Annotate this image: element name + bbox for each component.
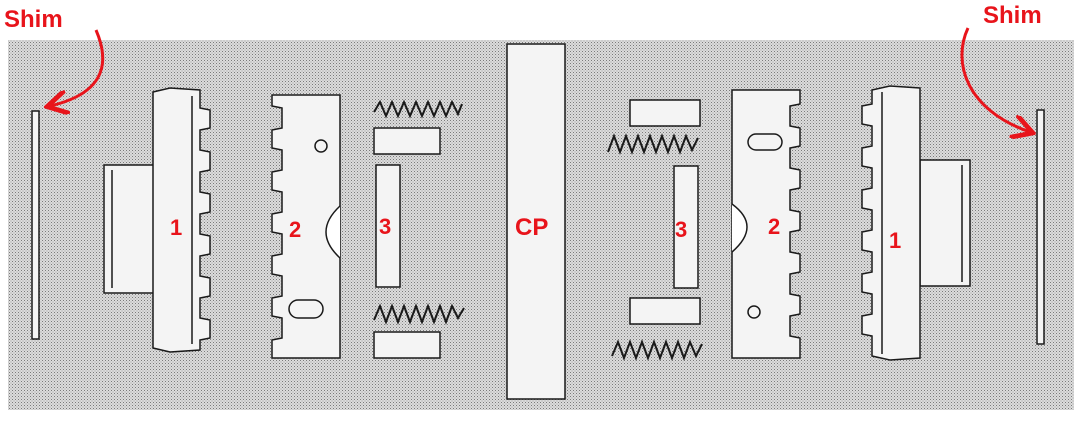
left-spring-bottom [373, 303, 465, 325]
left-part-2-label: 2 [289, 217, 302, 242]
left-part-1 [103, 87, 211, 353]
left-part-3-label: 3 [379, 214, 392, 239]
left-shim [31, 110, 40, 340]
right-spring-top [607, 133, 699, 155]
right-spring-bottom [611, 339, 703, 361]
left-shim-arrow [50, 29, 105, 106]
left-part-1-label: 1 [170, 215, 183, 240]
left-part-3 [373, 127, 441, 359]
left-springs [373, 99, 465, 325]
shim-label-right: Shim [983, 2, 1042, 29]
right-part-1 [861, 85, 971, 361]
right-part-3-label: 3 [675, 217, 688, 242]
center-part-label: CP [515, 214, 549, 241]
left-part-2 [271, 94, 341, 359]
right-springs [607, 133, 703, 361]
shim-label-left: Shim [4, 6, 63, 33]
left-spring-top [373, 99, 463, 119]
right-part-1-label: 1 [889, 228, 902, 253]
right-shim-arrow [960, 27, 1030, 132]
right-shim [1036, 109, 1045, 345]
right-part-2 [731, 89, 801, 359]
right-part-3 [629, 99, 701, 325]
right-part-2-label: 2 [768, 214, 781, 239]
center-part [506, 43, 566, 400]
